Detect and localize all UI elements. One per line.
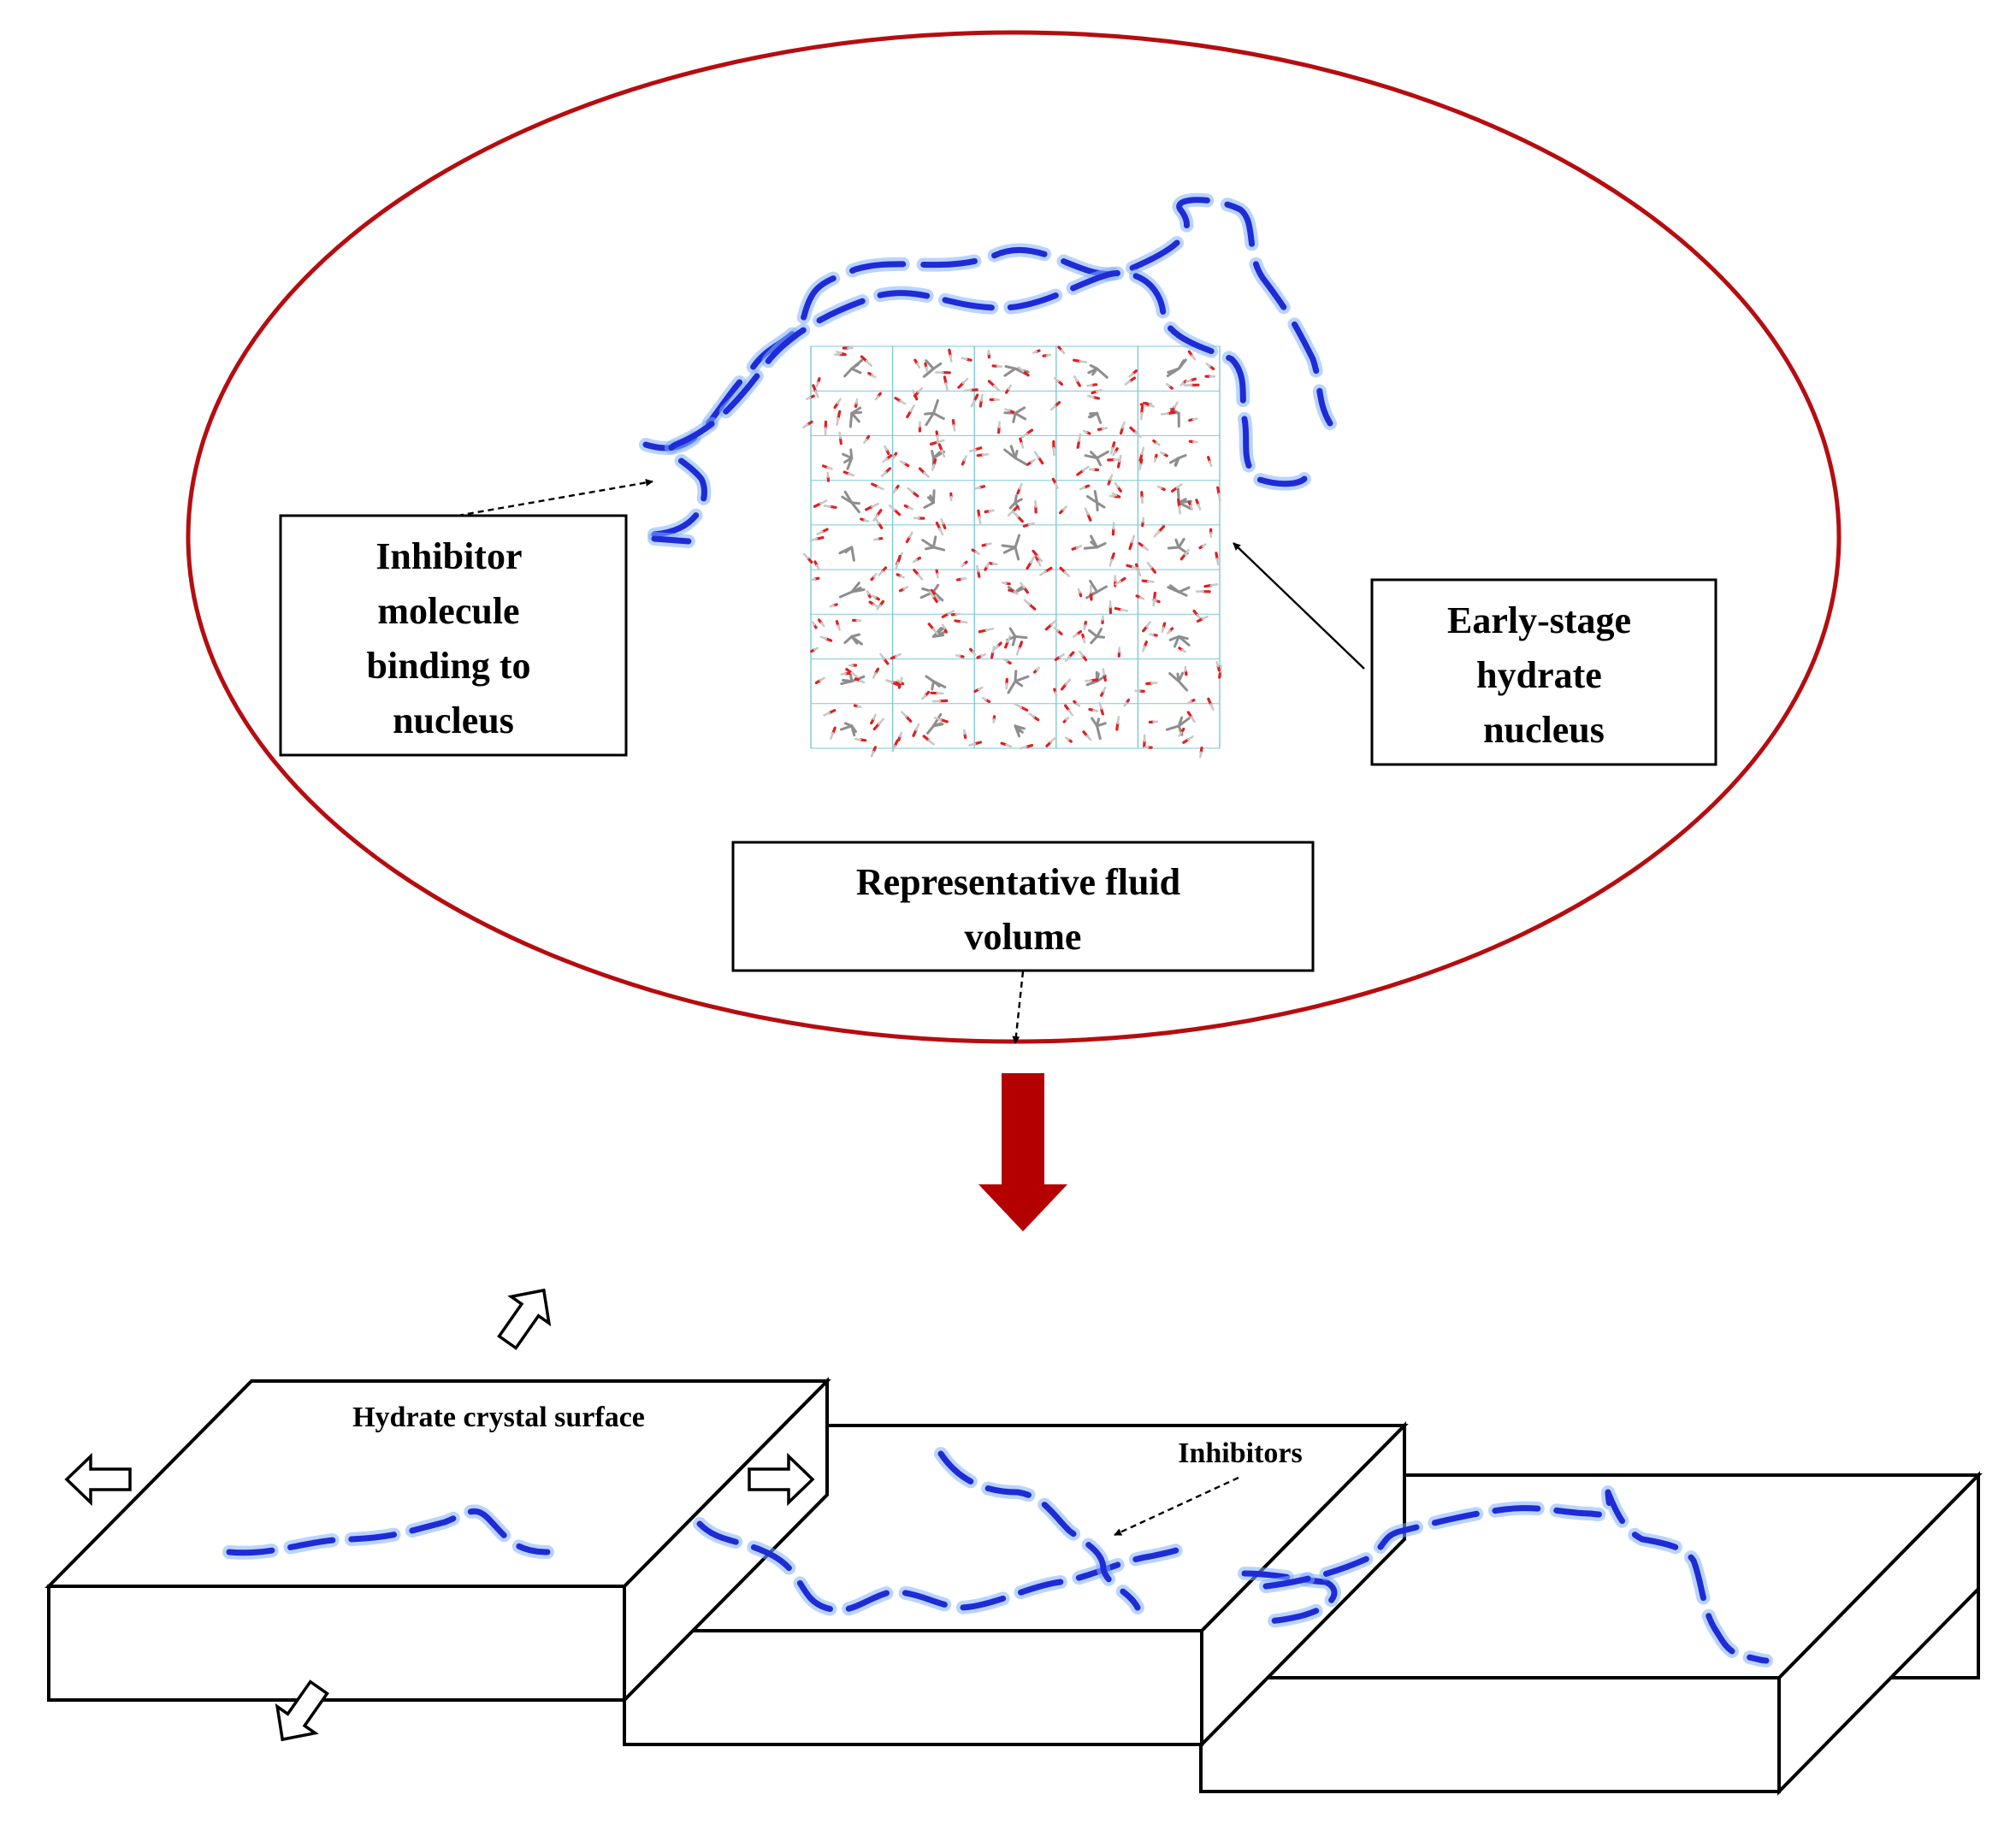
inhibitor-binding-label-box [279, 514, 628, 757]
crystal-surface-label: Hydrate crystal surface [352, 1402, 645, 1433]
expand-arrow-down [275, 1679, 329, 1742]
nucleus-callout: Early-stage hydrate nucleus [1233, 542, 1717, 766]
fluid-volume-label-box [731, 841, 1315, 972]
inhibitor-chain-slab-3 [1238, 1485, 1773, 1668]
inhibitor-binding-line-2: molecule [377, 590, 519, 632]
inhibitor-chain-slab-1 [222, 1504, 554, 1560]
fluid-volume-line-2: volume [965, 916, 1082, 958]
svg-text:Representative fluid vol: Representative fluid volume [856, 861, 1190, 958]
expand-arrow-up [497, 1288, 552, 1350]
hydrate-nucleus-lattice [802, 345, 1222, 759]
scale-up-arrow [978, 1073, 1067, 1231]
inhibitor-chain-top [639, 192, 1337, 548]
nucleus-line-1: Early-stage [1447, 599, 1631, 641]
fluid-volume-line-1: Representative fluid [856, 861, 1180, 903]
inhibitor-binding-callout: Inhibitor molecule binding to nucleus [279, 478, 653, 757]
nucleus-line-2: hydrate [1476, 654, 1602, 696]
svg-text:Inhibitor molecule: Inhibitor molecule binding to nucleus [367, 535, 541, 741]
inhibitor-chain-slab-2 [693, 1447, 1196, 1617]
inhibitor-binding-line-4: nucleus [393, 699, 514, 741]
inhibitors-label: Inhibitors [1178, 1437, 1303, 1469]
fluid-volume-callout: Representative fluid volume [731, 841, 1315, 1044]
nucleus-label-box [1370, 578, 1717, 766]
expand-arrow-left [64, 1452, 132, 1507]
expand-arrow-right [748, 1452, 815, 1507]
inhibitor-binding-line-3: binding to [367, 645, 531, 687]
nucleus-line-3: nucleus [1483, 709, 1605, 751]
inhibitors-callout: Inhibitors [1114, 1437, 1303, 1537]
svg-text:Early-stage hydrate: Early-stage hydrate nucleus [1447, 599, 1641, 751]
inhibitor-binding-line-1: Inhibitor [375, 535, 522, 577]
